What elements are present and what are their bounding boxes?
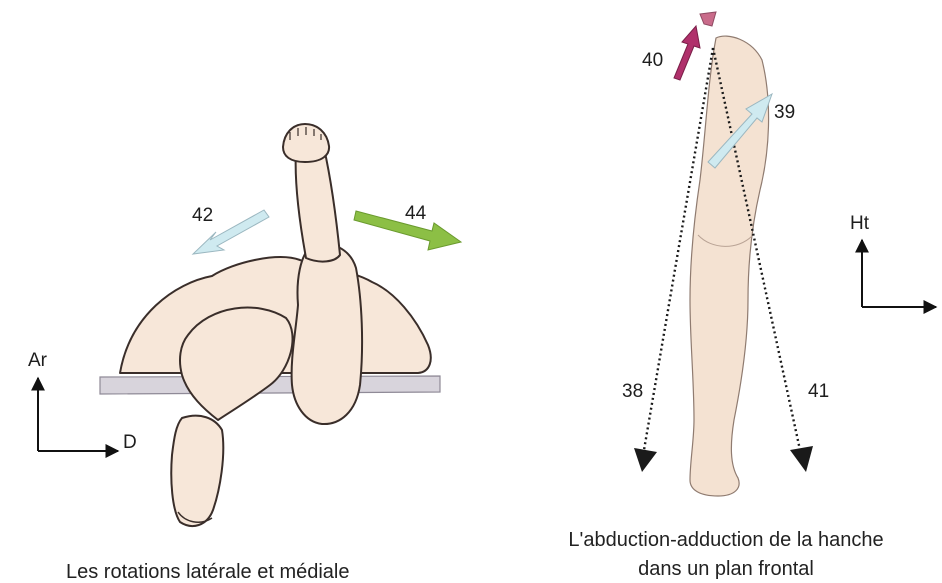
arrow-44-label: 44: [405, 203, 427, 224]
arrow-42: 42: [192, 205, 269, 254]
axis-d-label: D: [123, 432, 137, 453]
axis-ht-label: Ht: [850, 213, 870, 234]
line-41-label: 41: [808, 381, 829, 402]
arrow-42-label: 42: [192, 205, 213, 226]
right-axes: Ht: [850, 213, 936, 307]
line-38-label: 38: [622, 381, 643, 402]
right-caption-line1: L'abduction-adduction de la hanche: [568, 529, 883, 551]
arrow-40-label: 40: [642, 50, 663, 71]
lateral-medial-rotation-illustration: [100, 124, 440, 526]
arrow-40: 40: [642, 26, 700, 80]
arrow-39-label: 39: [774, 102, 795, 123]
left-axes: Ar D: [28, 350, 137, 453]
raised-thigh: [292, 244, 362, 425]
lower-leg: [171, 416, 223, 526]
arrow-44: 44: [354, 203, 461, 250]
axis-ar-label: Ar: [28, 350, 48, 371]
right-caption-line2: dans un plan frontal: [638, 558, 814, 580]
hip-marker: [700, 12, 716, 26]
lower-thigh: [180, 308, 293, 420]
left-caption: Les rotations latérale et médiale: [66, 561, 350, 583]
